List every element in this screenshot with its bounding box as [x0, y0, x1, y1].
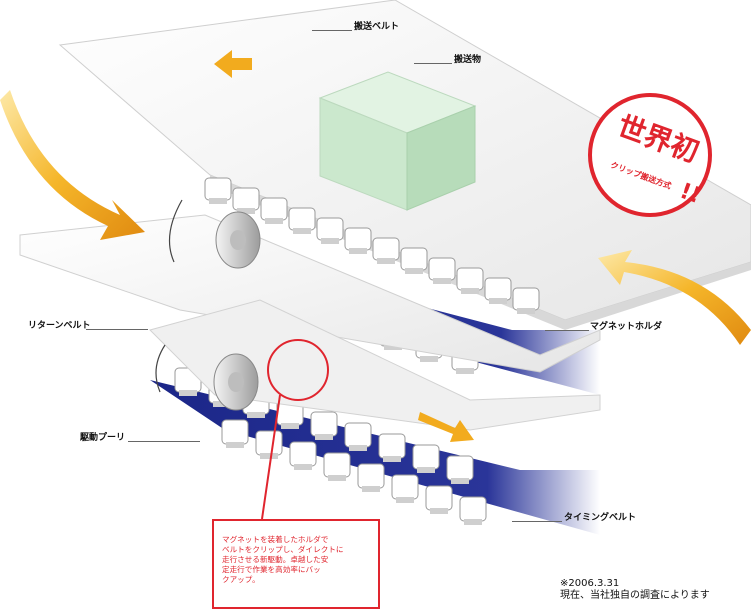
lower-belt-surface — [149, 299, 601, 431]
magnet-holder-block — [232, 187, 260, 211]
magnet-holder-block — [425, 485, 453, 511]
leader-transported-object — [414, 63, 452, 64]
magnet-holder-block — [323, 452, 351, 478]
label-return-belt: リターンベルト — [28, 321, 91, 331]
magnet-holder-shadow — [456, 368, 474, 374]
leader-magnet-holder — [545, 330, 589, 331]
right-cycle-arrow — [598, 250, 751, 345]
magnet-holder-block — [372, 237, 400, 261]
magnet-holder-block — [221, 419, 249, 445]
magnet-holder-shadow — [226, 442, 244, 448]
lower-belt-direction-arrow — [418, 412, 474, 442]
label-drive-pulley: 駆動プーリ — [80, 433, 126, 443]
magnet-holder-block — [260, 197, 288, 221]
magnet-holder-block — [357, 463, 385, 489]
magnet-holder-shadow — [349, 248, 367, 254]
magnet-holder-shadow — [420, 356, 438, 362]
left-cycle-arrow — [0, 90, 145, 240]
magnet-holder-block — [412, 444, 440, 470]
magnet-holder-shadow — [464, 519, 482, 525]
magnet-holder-shadow — [396, 497, 414, 503]
lower-drive-pulley — [213, 353, 259, 411]
highlight-circle — [261, 339, 329, 520]
magnet-holder-shadow — [517, 308, 535, 314]
magnet-holder-block — [391, 474, 419, 500]
magnet-holder-block — [400, 247, 428, 271]
magnet-holder-block — [204, 177, 232, 201]
magnet-holder-shadow — [417, 467, 435, 473]
lower-rotation-arc — [155, 344, 166, 393]
leader-drive-pulley — [128, 441, 200, 442]
footnote: ※2006.3.31 現在、当社独自の調査によります — [560, 578, 710, 602]
footnote-date: ※2006.3.31 — [560, 578, 620, 589]
magnet-holder-shadow — [293, 228, 311, 234]
magnet-holder-block — [446, 455, 474, 481]
magnet-holder-shadow — [209, 198, 227, 204]
world-first-stamp: 世界初 クリップ搬送方式 !! — [588, 93, 712, 217]
leader-timing-belt — [512, 521, 562, 522]
magnet-holder-shadow — [237, 208, 255, 214]
magnet-holder-block — [484, 277, 512, 301]
magnet-holder-shadow — [349, 445, 367, 451]
magnet-holder-block — [288, 207, 316, 231]
magnet-holder-block — [344, 422, 372, 448]
magnet-holder-shadow — [383, 456, 401, 462]
magnet-holder-shadow — [315, 434, 333, 440]
feature-note-box: マグネットを装着したホルダで ベルトをクリップし、ダイレクトに 走行させる新駆動… — [212, 519, 380, 609]
return-belt — [19, 214, 601, 373]
magnet-holder-shadow — [179, 390, 197, 396]
belt-direction-arrow — [214, 50, 252, 78]
feature-note-text: マグネットを装着したホルダで ベルトをクリップし、ダイレクトに 走行させる新駆動… — [222, 535, 344, 584]
magnet-holder-shadow — [294, 464, 312, 470]
magnet-holder-shadow — [260, 453, 278, 459]
magnet-holder-shadow — [451, 478, 469, 484]
footnote-source: 現在、当社独自の調査によります — [560, 590, 710, 601]
magnet-holder-block — [512, 287, 540, 311]
magnet-holder-shadow — [328, 475, 346, 481]
magnet-holder-shadow — [461, 288, 479, 294]
upper-drive-pulley — [215, 211, 261, 269]
magnet-holder-shadow — [377, 258, 395, 264]
magnet-holder-shadow — [433, 278, 451, 284]
timing-belt — [150, 367, 600, 535]
magnet-holder-shadow — [362, 486, 380, 492]
magnet-holder-block — [428, 257, 456, 281]
magnet-holder-shadow — [265, 218, 283, 224]
magnet-holder-block — [344, 227, 372, 251]
magnet-holder-block — [316, 217, 344, 241]
magnet-holder-shadow — [430, 508, 448, 514]
magnet-holder-block — [459, 496, 487, 522]
label-timing-belt: タイミングベルト — [564, 513, 637, 523]
magnet-holder-block — [310, 411, 338, 437]
magnet-holder-block — [378, 433, 406, 459]
magnet-holder-block — [289, 441, 317, 467]
magnet-holder-block — [255, 430, 283, 456]
leader-return-belt — [86, 329, 148, 330]
magnet-holder-shadow — [489, 298, 507, 304]
label-magnet-holder: マグネットホルダ — [590, 322, 663, 332]
magnet-holder-block — [456, 267, 484, 291]
magnet-holder-shadow — [247, 412, 265, 418]
transported-object-box — [318, 71, 477, 211]
magnet-holder-shadow — [281, 423, 299, 429]
magnet-holder-shadow — [405, 268, 423, 274]
upper-rotation-arc — [168, 199, 183, 263]
leader-transport-belt — [312, 30, 352, 31]
magnet-holder-shadow — [321, 238, 339, 244]
label-transport-belt: 搬送ベルト — [354, 22, 400, 32]
label-transported-object: 搬送物 — [454, 55, 482, 65]
